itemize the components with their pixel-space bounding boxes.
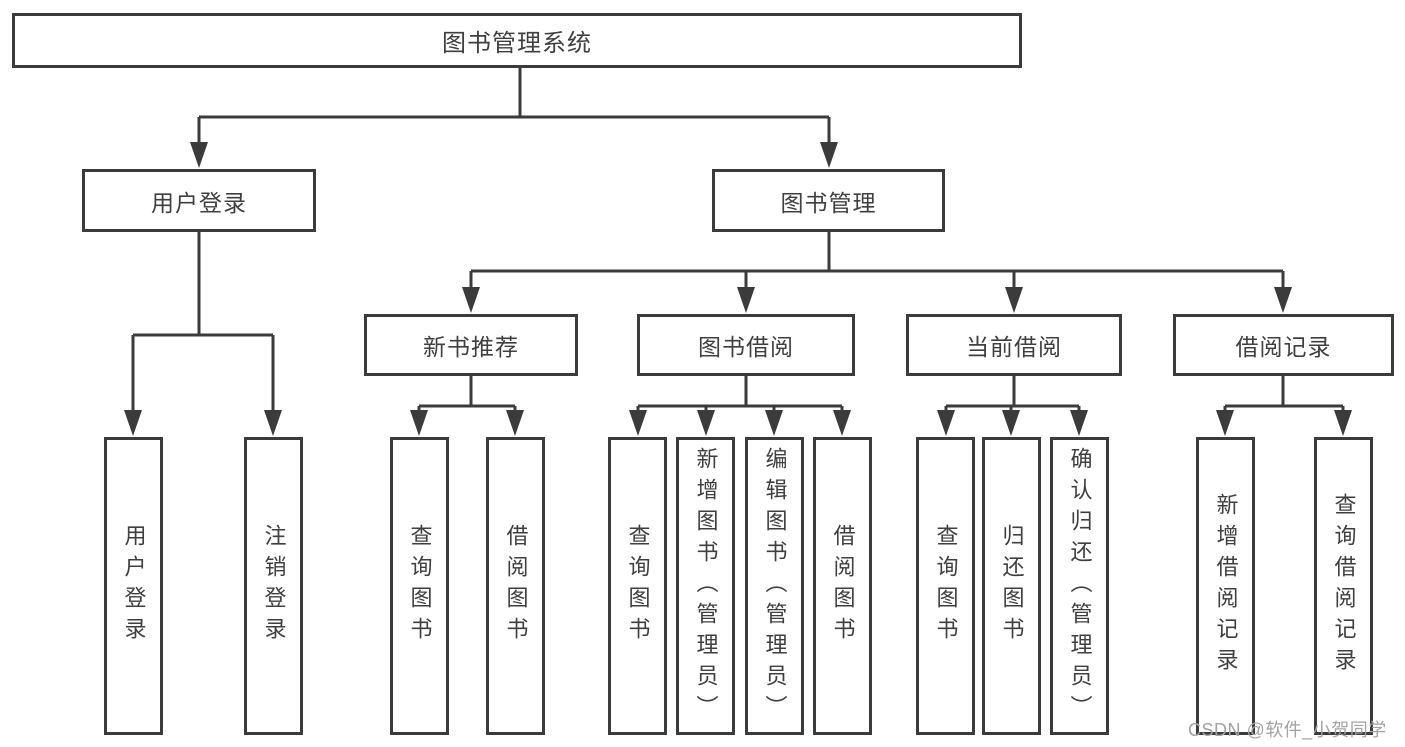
node-root-label: 图书管理系统 [442, 30, 592, 57]
leaf-confirm-return-admin: 确认归还（管理员） [1050, 437, 1109, 735]
leaf-current-query-books: 查询图书 [916, 437, 975, 735]
leaf-edit-book-admin-label: 编辑图书（管理员） [762, 446, 788, 726]
leaf-return-book-label: 归还图书 [999, 524, 1025, 648]
node-user-login: 用户登录 [82, 169, 316, 232]
node-book-management-label: 图书管理 [780, 189, 877, 216]
csdn-watermark: CSDN @软件_小贺同学 [1188, 720, 1387, 740]
leaf-edit-book-admin: 编辑图书（管理员） [745, 437, 804, 735]
node-new-book-recommend-label: 新书推荐 [423, 334, 519, 360]
connector-root-to-level1 [190, 68, 838, 168]
node-book-borrow-label: 图书借阅 [698, 334, 794, 360]
leaf-newbooks-borrow-books: 借阅图书 [486, 437, 545, 735]
leaf-query-borrow-record-label: 查询借阅记录 [1331, 493, 1357, 679]
connector-new-books-children [410, 376, 524, 436]
arrowhead [629, 410, 851, 436]
leaf-borrow-book-label: 借阅图书 [830, 524, 856, 648]
arrowhead [937, 410, 1088, 436]
arrowhead [190, 142, 838, 168]
arrowhead [462, 287, 1292, 313]
node-book-borrow: 图书借阅 [637, 314, 855, 376]
node-user-login-label: 用户登录 [151, 189, 247, 216]
leaf-borrow-query-books-label: 查询图书 [625, 524, 651, 648]
leaf-confirm-return-admin-label: 确认归还（管理员） [1067, 446, 1093, 726]
connector-book-borrow-children [629, 376, 851, 436]
connector-user-login-children [124, 232, 282, 436]
node-borrow-records-label: 借阅记录 [1235, 334, 1332, 360]
arrowhead [1216, 410, 1352, 436]
arrowhead [410, 410, 524, 436]
leaf-borrow-book: 借阅图书 [813, 437, 872, 735]
leaf-newbooks-query-books: 查询图书 [390, 437, 449, 735]
node-root-system: 图书管理系统 [12, 13, 1022, 68]
node-current-borrow: 当前借阅 [906, 314, 1122, 376]
leaf-add-book-admin-label: 新增图书（管理员） [693, 446, 719, 726]
leaf-add-borrow-record-label: 新增借阅记录 [1213, 493, 1239, 679]
leaf-query-borrow-record: 查询借阅记录 [1314, 437, 1373, 735]
leaf-return-book: 归还图书 [982, 437, 1041, 735]
arrowhead [124, 410, 282, 436]
connector-book-mgmt-groups [462, 232, 1292, 313]
leaf-logout-label: 注销登录 [261, 524, 287, 648]
connector-borrow-records-children [1216, 376, 1352, 436]
leaf-add-book-admin: 新增图书（管理员） [676, 437, 735, 735]
node-book-management: 图书管理 [712, 169, 945, 232]
leaf-current-query-books-label: 查询图书 [933, 524, 959, 648]
node-current-borrow-label: 当前借阅 [966, 334, 1062, 360]
leaf-newbooks-borrow-books-label: 借阅图书 [503, 524, 529, 648]
leaf-logout: 注销登录 [244, 437, 303, 735]
leaf-add-borrow-record: 新增借阅记录 [1196, 437, 1255, 735]
leaf-newbooks-query-books-label: 查询图书 [407, 524, 433, 648]
leaf-borrow-query-books: 查询图书 [608, 437, 667, 735]
connector-current-borrow-children [937, 376, 1088, 436]
leaf-user-login-label: 用户登录 [121, 524, 147, 648]
node-new-book-recommend: 新书推荐 [364, 314, 578, 376]
leaf-user-login: 用户登录 [104, 437, 163, 735]
node-borrow-records: 借阅记录 [1173, 314, 1394, 376]
